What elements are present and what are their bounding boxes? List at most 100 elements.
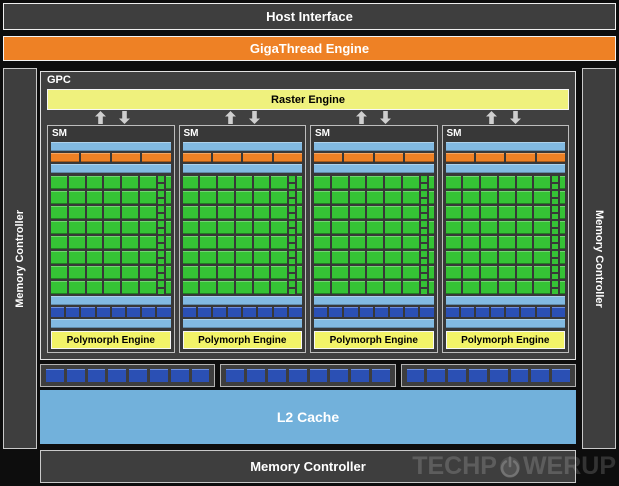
mini-core-square bbox=[289, 183, 295, 189]
core-square bbox=[104, 281, 120, 294]
core-row bbox=[182, 221, 302, 234]
narrow-core-cell bbox=[428, 266, 434, 279]
core-square bbox=[385, 221, 401, 234]
sm-blue-units-row bbox=[182, 307, 302, 317]
core-square bbox=[235, 206, 252, 219]
core-square bbox=[385, 236, 401, 249]
core-square bbox=[445, 191, 462, 204]
core-square bbox=[331, 251, 348, 264]
core-square bbox=[534, 251, 550, 264]
sm-blue-bar-dispatch bbox=[51, 164, 171, 173]
core-square bbox=[516, 206, 533, 219]
core-square bbox=[68, 206, 85, 219]
scheduler-segment bbox=[273, 153, 302, 162]
core-square bbox=[271, 236, 287, 249]
sm-core-grid bbox=[182, 176, 302, 294]
narrow-core-cell bbox=[560, 191, 565, 204]
core-square bbox=[445, 266, 462, 279]
core-square bbox=[314, 236, 330, 249]
core-row bbox=[314, 251, 434, 264]
scheduler-segment bbox=[405, 153, 434, 162]
mini-core-square bbox=[157, 281, 164, 287]
unit-square bbox=[344, 307, 358, 317]
core-square bbox=[481, 206, 497, 219]
mini-core-column bbox=[552, 221, 558, 234]
core-square bbox=[534, 191, 550, 204]
core-square bbox=[235, 236, 252, 249]
scheduler-segment bbox=[142, 153, 171, 162]
core-square bbox=[122, 266, 138, 279]
sm-blue-units-row bbox=[445, 307, 565, 317]
unit-square bbox=[258, 307, 272, 317]
core-square bbox=[402, 236, 419, 249]
unit-square bbox=[66, 307, 80, 317]
mini-core-square bbox=[552, 191, 558, 197]
gpc-block: GPC Raster Engine SM Polymorph Engine SM… bbox=[40, 71, 576, 360]
core-row bbox=[445, 236, 565, 249]
core-square bbox=[498, 191, 515, 204]
mini-core-column bbox=[157, 206, 164, 219]
unit-square bbox=[475, 307, 490, 317]
core-square bbox=[68, 176, 85, 189]
core-square bbox=[481, 266, 497, 279]
mini-core-square bbox=[157, 288, 164, 294]
sm-blue-bar-dispatch bbox=[314, 164, 434, 173]
core-square bbox=[314, 266, 330, 279]
rop-partition bbox=[220, 364, 396, 387]
core-square bbox=[253, 221, 270, 234]
core-square bbox=[445, 236, 462, 249]
core-square bbox=[498, 236, 515, 249]
core-row bbox=[445, 266, 565, 279]
mini-core-square bbox=[289, 258, 295, 264]
scheduler-segment bbox=[51, 153, 80, 162]
watermark-text-right: WERUP bbox=[522, 452, 616, 480]
core-square bbox=[331, 281, 348, 294]
host-interface-block: Host Interface bbox=[3, 3, 616, 30]
mini-core-square bbox=[289, 251, 295, 257]
core-square bbox=[122, 221, 138, 234]
core-square bbox=[367, 206, 383, 219]
core-row bbox=[182, 191, 302, 204]
core-row bbox=[314, 281, 434, 294]
narrow-core-cell bbox=[297, 176, 302, 189]
sm-core-grid bbox=[51, 176, 171, 294]
core-square bbox=[86, 281, 103, 294]
core-square bbox=[200, 176, 216, 189]
core-square bbox=[68, 266, 85, 279]
mini-core-column bbox=[289, 251, 295, 264]
core-square bbox=[122, 191, 138, 204]
core-square bbox=[104, 176, 120, 189]
rop-partition bbox=[400, 364, 576, 387]
unit-square bbox=[405, 307, 419, 317]
raster-sm-link-arrows bbox=[439, 110, 570, 125]
core-square bbox=[253, 206, 270, 219]
memory-controller-right: Memory Controller bbox=[582, 68, 616, 449]
up-arrow-icon bbox=[225, 111, 237, 124]
mini-core-square bbox=[552, 198, 558, 204]
unit-square bbox=[551, 307, 565, 317]
sm-blue-bar-dispatch bbox=[182, 164, 302, 173]
mini-core-column bbox=[289, 176, 295, 189]
core-row bbox=[445, 221, 565, 234]
core-square bbox=[122, 206, 138, 219]
narrow-core-cell bbox=[165, 191, 171, 204]
mini-core-column bbox=[420, 191, 427, 204]
narrow-core-cell bbox=[165, 266, 171, 279]
core-square bbox=[314, 251, 330, 264]
core-row bbox=[314, 266, 434, 279]
mini-core-square bbox=[420, 243, 427, 249]
rop-unit bbox=[66, 369, 85, 382]
core-square bbox=[122, 236, 138, 249]
core-square bbox=[271, 281, 287, 294]
mini-core-column bbox=[157, 221, 164, 234]
core-square bbox=[235, 221, 252, 234]
mini-core-square bbox=[420, 176, 427, 182]
core-row bbox=[182, 206, 302, 219]
core-square bbox=[445, 221, 462, 234]
rop-unit bbox=[406, 369, 425, 382]
sm-blue-bar-mid bbox=[445, 296, 565, 305]
memory-controller-bottom: Memory Controller bbox=[40, 450, 576, 483]
core-square bbox=[349, 191, 366, 204]
sm-blue-bar-top bbox=[51, 142, 171, 151]
core-square bbox=[86, 266, 103, 279]
